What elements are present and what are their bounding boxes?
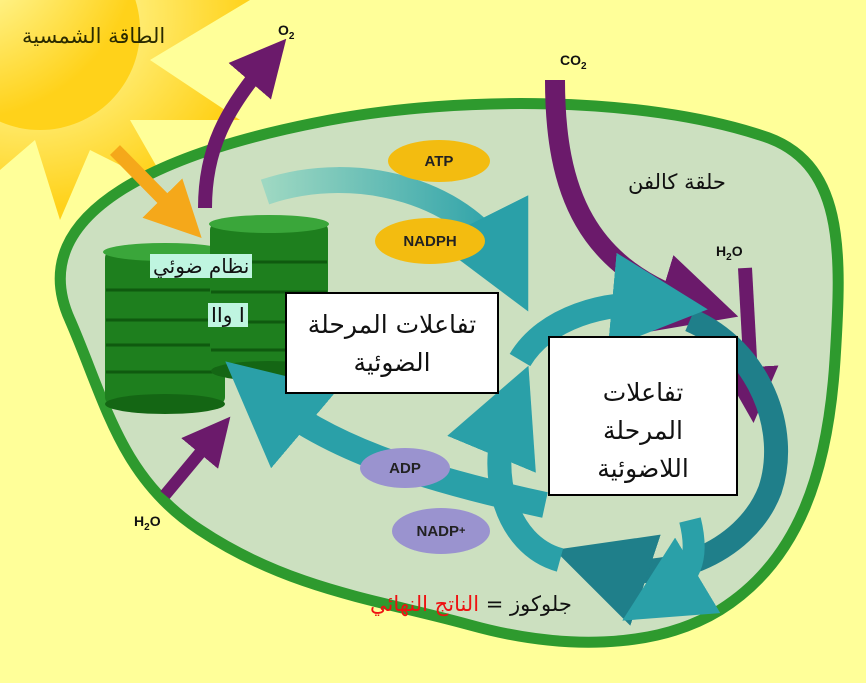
- dark-reactions-label: تفاعلات المرحلة اللاضوئية: [597, 378, 689, 483]
- photosystem-numbers-label: I وII: [208, 303, 248, 327]
- dark-reactions-box: تفاعلات المرحلة اللاضوئية: [548, 336, 738, 496]
- sunlight-arrow: [110, 145, 202, 238]
- h2o-label-left: H2O: [134, 513, 161, 533]
- co2-subscript: 2: [581, 60, 587, 72]
- h2o-left-subscript: 2: [144, 521, 150, 533]
- atp-pill: ATP: [388, 140, 490, 182]
- co2-label: CO2: [560, 52, 587, 72]
- nadp-plus-pill: NADP+: [392, 508, 490, 554]
- photosystem-label: نظام ضوئي: [150, 254, 253, 278]
- h2o-left-o: O: [149, 513, 161, 529]
- light-reactions-label: تفاعلات المرحلة الضوئية: [307, 310, 477, 377]
- nadph-label: NADPH: [403, 232, 457, 250]
- final-product-label: الناتج النهائي: [370, 592, 480, 616]
- nadph-pill: NADPH: [375, 218, 485, 264]
- o2-main: O: [278, 22, 289, 38]
- nadp-superscript: +: [459, 525, 466, 537]
- glucose-caption: جلوكوز = الناتج النهائي: [370, 592, 572, 616]
- atp-nadph-transfer-arrow: [260, 167, 529, 312]
- glucose-label: جلوكوز: [510, 592, 572, 616]
- o2-subscript: 2: [288, 30, 295, 42]
- co2-main: CO: [560, 52, 581, 68]
- calvin-cycle-label: حلقة كالفن: [628, 170, 726, 194]
- light-reactions-box: تفاعلات المرحلة الضوئية: [285, 292, 499, 394]
- glucose-output-arrow: [622, 517, 721, 621]
- sun-icon: [0, 0, 250, 220]
- h2o-label-right: H2O: [716, 243, 743, 263]
- o2-arrow: [198, 38, 287, 209]
- sun-label: الطاقة الشمسية: [22, 24, 166, 48]
- adp-pill: ADP: [360, 448, 450, 488]
- equals-sign: =: [485, 592, 504, 616]
- h2o-right-o: O: [731, 243, 743, 259]
- h2o-left-h: H: [134, 513, 145, 529]
- h2o-in-arrow-left: [160, 416, 231, 499]
- h2o-right-h: H: [716, 243, 727, 259]
- atp-label: ATP: [424, 152, 454, 170]
- nadp-label: NADP: [416, 522, 460, 540]
- thylakoid-stack-left: [103, 243, 227, 414]
- o2-label: O2: [278, 22, 294, 42]
- h2o-right-subscript: 2: [726, 251, 732, 263]
- adp-label: ADP: [389, 459, 421, 477]
